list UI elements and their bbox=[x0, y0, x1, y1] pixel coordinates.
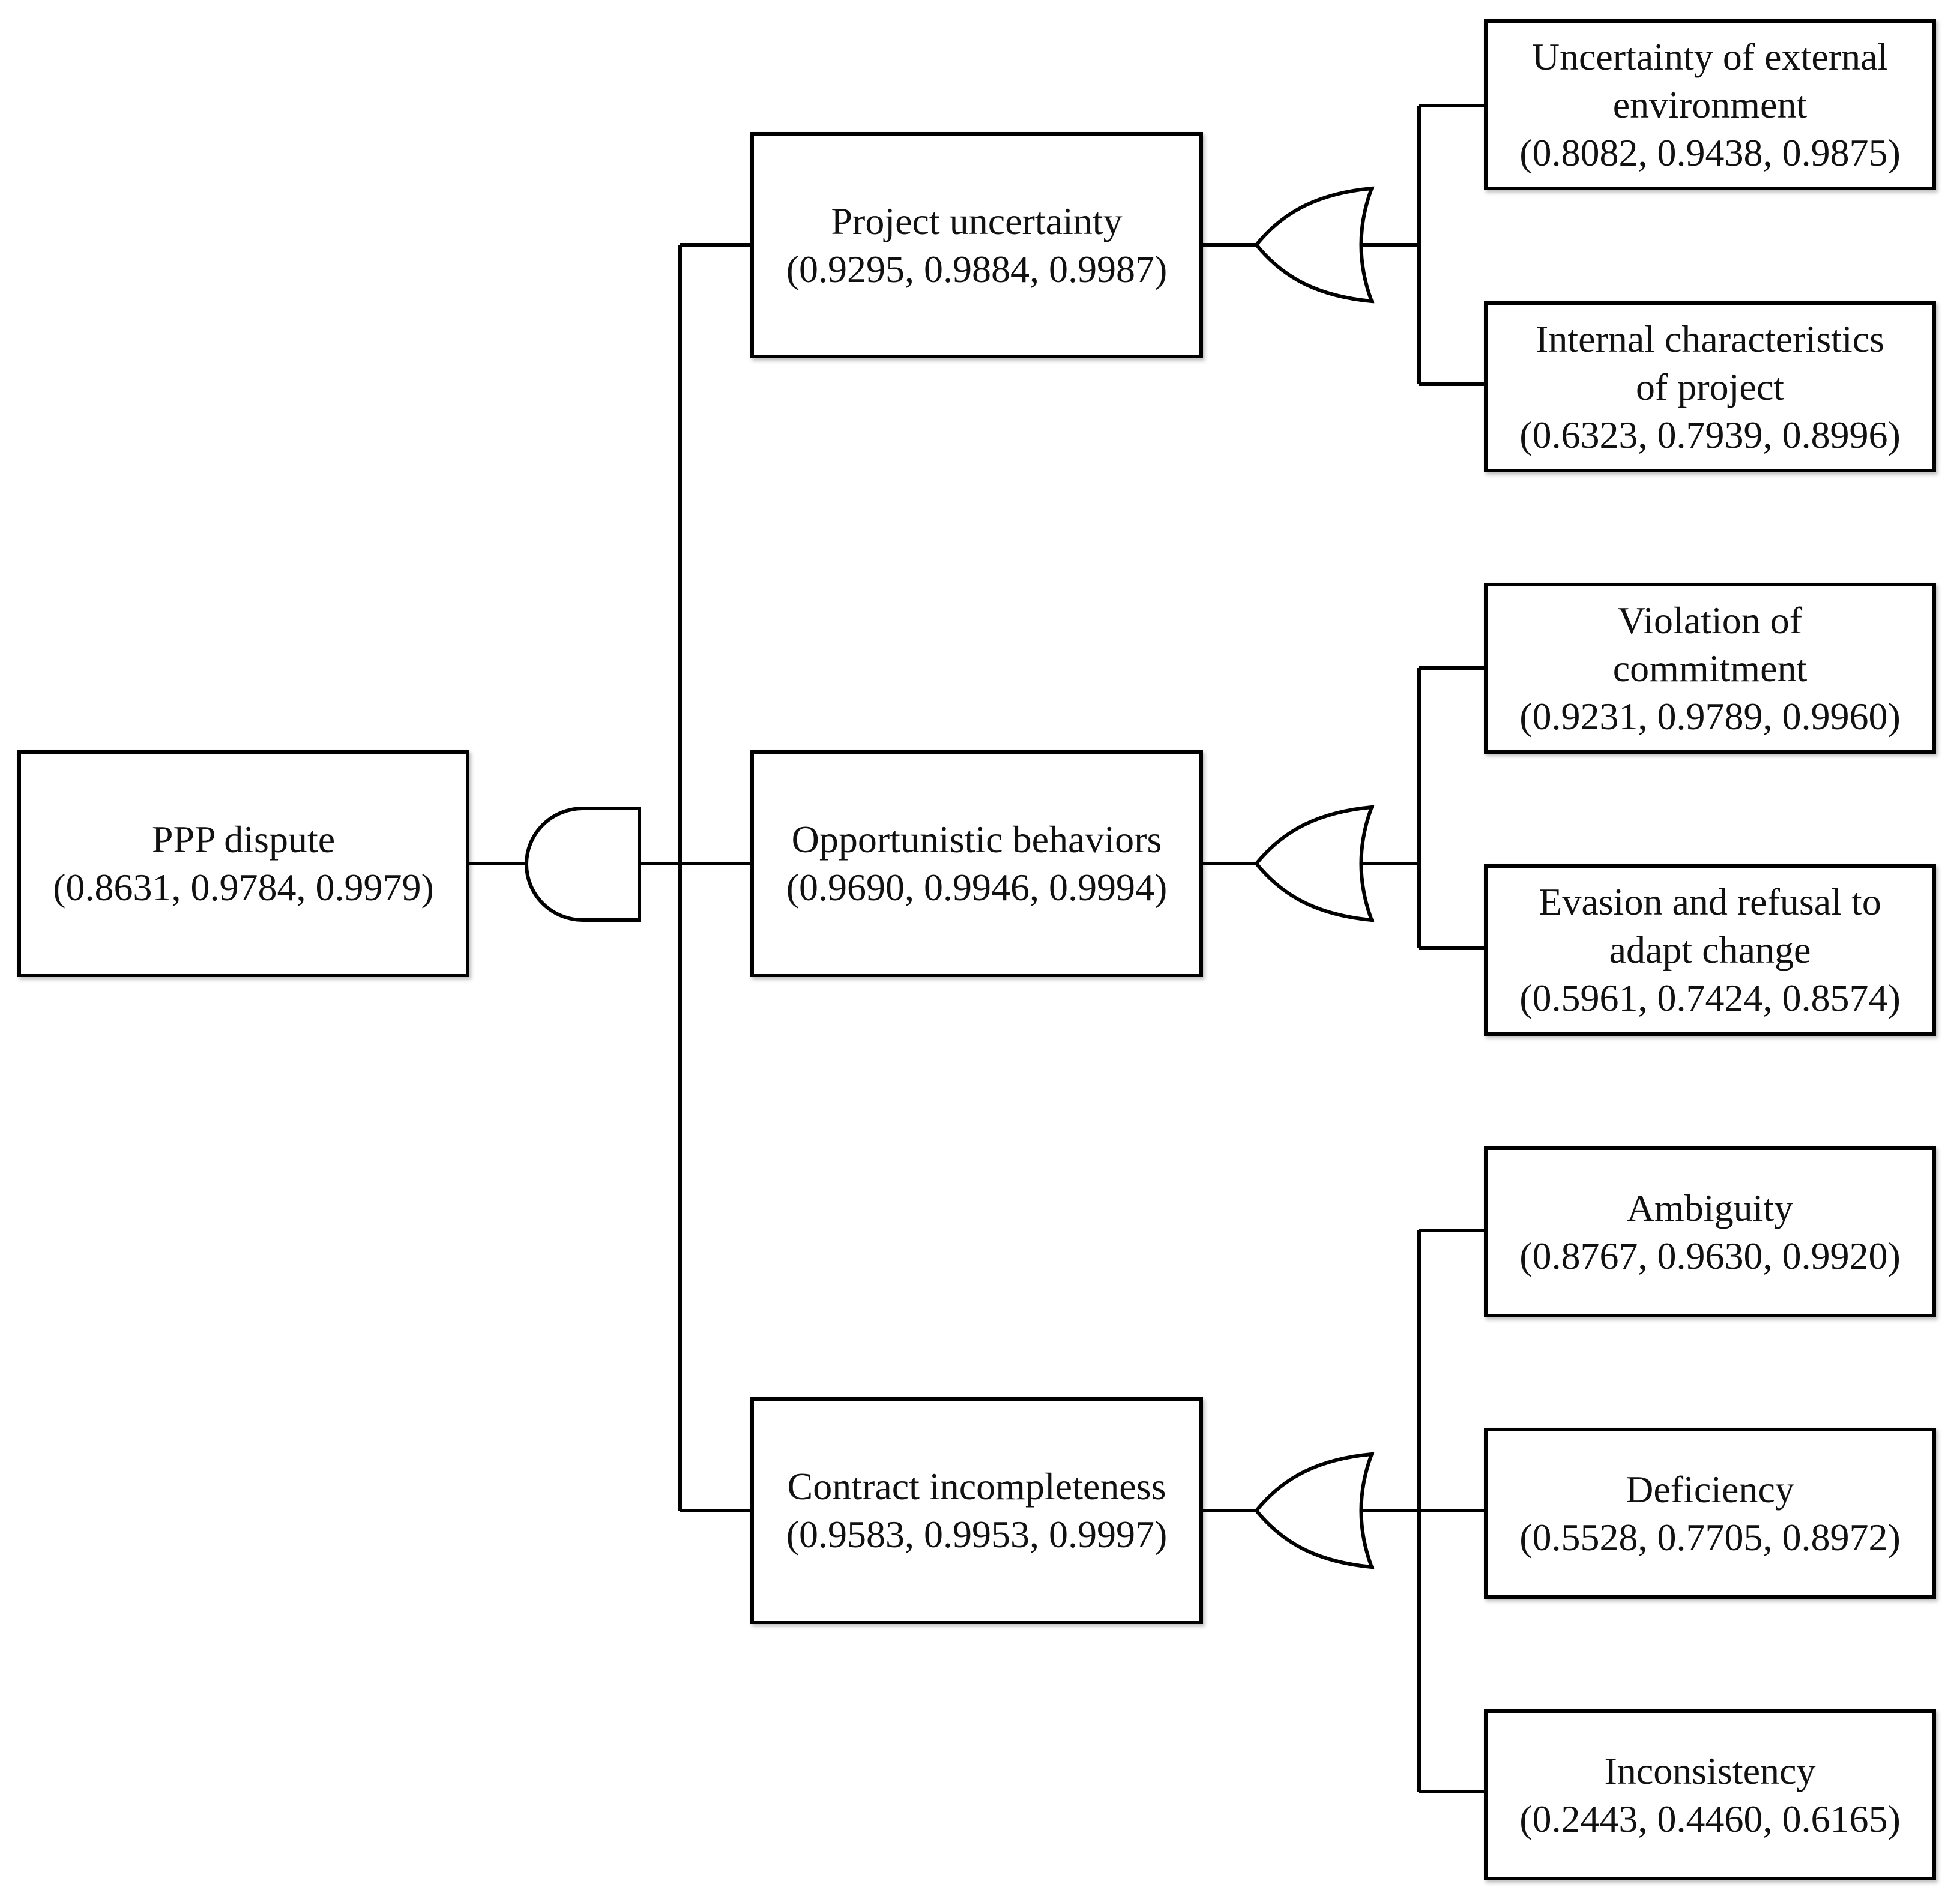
and-gate-icon bbox=[525, 807, 641, 922]
event-label-line-2: adapt change bbox=[1609, 928, 1811, 971]
event-label: Ambiguity bbox=[1626, 1186, 1794, 1229]
event-label-line-1: Evasion and refusal to bbox=[1539, 880, 1881, 923]
event-label: Opportunistic behaviors bbox=[791, 818, 1162, 861]
event-values: (0.2443, 0.4460, 0.6165) bbox=[1519, 1797, 1901, 1840]
event-label: PPP dispute bbox=[151, 818, 336, 861]
event-values: (0.5961, 0.7424, 0.8574) bbox=[1519, 977, 1901, 1019]
event-contract-incompleteness: Contract incompleteness (0.9583, 0.9953,… bbox=[750, 1397, 1203, 1624]
event-label: Inconsistency bbox=[1604, 1749, 1816, 1792]
or-gate-icon-contract-incompleteness bbox=[1254, 1452, 1375, 1569]
event-deficiency: Deficiency (0.5528, 0.7705, 0.8972) bbox=[1484, 1428, 1936, 1599]
event-label-line-1: Internal characteristics bbox=[1536, 317, 1884, 360]
event-ambiguity: Ambiguity (0.8767, 0.9630, 0.9920) bbox=[1484, 1146, 1936, 1317]
event-label-line-1: Violation of bbox=[1617, 598, 1803, 642]
event-values: (0.8082, 0.9438, 0.9875) bbox=[1519, 131, 1901, 174]
event-violation-of-commitment: Violation of commitment (0.9231, 0.9789,… bbox=[1484, 583, 1936, 754]
event-label-line-2: of project bbox=[1636, 365, 1784, 408]
event-internal-characteristics: Internal characteristics of project (0.6… bbox=[1484, 301, 1936, 472]
event-values: (0.5528, 0.7705, 0.8972) bbox=[1519, 1515, 1901, 1559]
event-values: (0.9295, 0.9884, 0.9987) bbox=[786, 247, 1168, 290]
event-ppp-dispute: PPP dispute (0.8631, 0.9784, 0.9979) bbox=[17, 750, 469, 977]
event-label-line-2: commitment bbox=[1612, 646, 1808, 690]
event-values: (0.6323, 0.7939, 0.8996) bbox=[1519, 413, 1901, 456]
event-uncertainty-external-environment: Uncertainty of external environment (0.8… bbox=[1484, 19, 1936, 190]
event-values: (0.8631, 0.9784, 0.9979) bbox=[53, 866, 434, 909]
event-inconsistency: Inconsistency (0.2443, 0.4460, 0.6165) bbox=[1484, 1709, 1936, 1880]
or-gate-icon-project-uncertainty bbox=[1254, 186, 1375, 304]
event-evasion-and-refusal: Evasion and refusal to adapt change (0.5… bbox=[1484, 864, 1936, 1036]
event-values: (0.9583, 0.9953, 0.9997) bbox=[786, 1513, 1168, 1556]
event-project-uncertainty: Project uncertainty (0.9295, 0.9884, 0.9… bbox=[750, 132, 1203, 358]
event-values: (0.9690, 0.9946, 0.9994) bbox=[786, 866, 1168, 909]
event-label: Project uncertainty bbox=[831, 199, 1123, 242]
event-opportunistic-behaviors: Opportunistic behaviors (0.9690, 0.9946,… bbox=[750, 750, 1203, 977]
event-label-line-2: environment bbox=[1612, 83, 1808, 126]
event-label: Contract incompleteness bbox=[787, 1465, 1166, 1508]
event-values: (0.9231, 0.9789, 0.9960) bbox=[1519, 694, 1901, 738]
or-gate-icon-opportunistic-behaviors bbox=[1254, 805, 1375, 922]
event-label: Deficiency bbox=[1626, 1467, 1794, 1511]
event-label-line-1: Uncertainty of external bbox=[1531, 35, 1889, 78]
event-values: (0.8767, 0.9630, 0.9920) bbox=[1519, 1234, 1901, 1277]
